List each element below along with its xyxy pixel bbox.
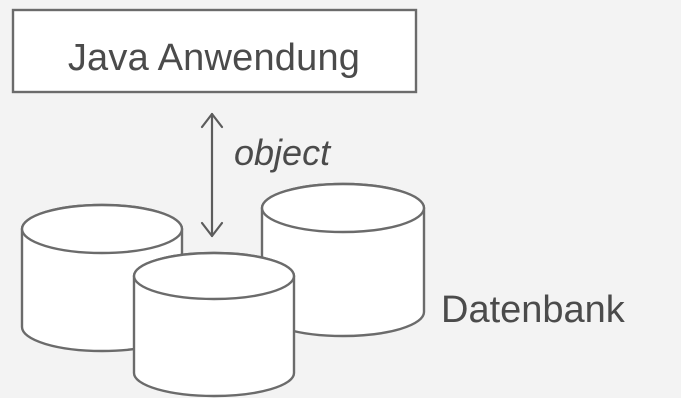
bidirectional-arrow — [200, 112, 224, 238]
database-cylinder-right-top — [260, 182, 426, 234]
database-cylinder-center — [132, 251, 296, 398]
java-application-box — [11, 8, 418, 94]
arrow-head-down — [200, 221, 224, 238]
java-application-label: Java Anwendung — [68, 37, 360, 79]
database-cylinder-center-top — [132, 251, 296, 301]
database-cylinder-right — [260, 182, 426, 338]
database-cylinder-left-top — [20, 203, 184, 255]
database-label: Datenbank — [441, 289, 626, 331]
relationship-label: object — [234, 132, 332, 173]
arrow-head-up — [200, 112, 224, 129]
java-application-node: Java Anwendung — [11, 8, 418, 94]
